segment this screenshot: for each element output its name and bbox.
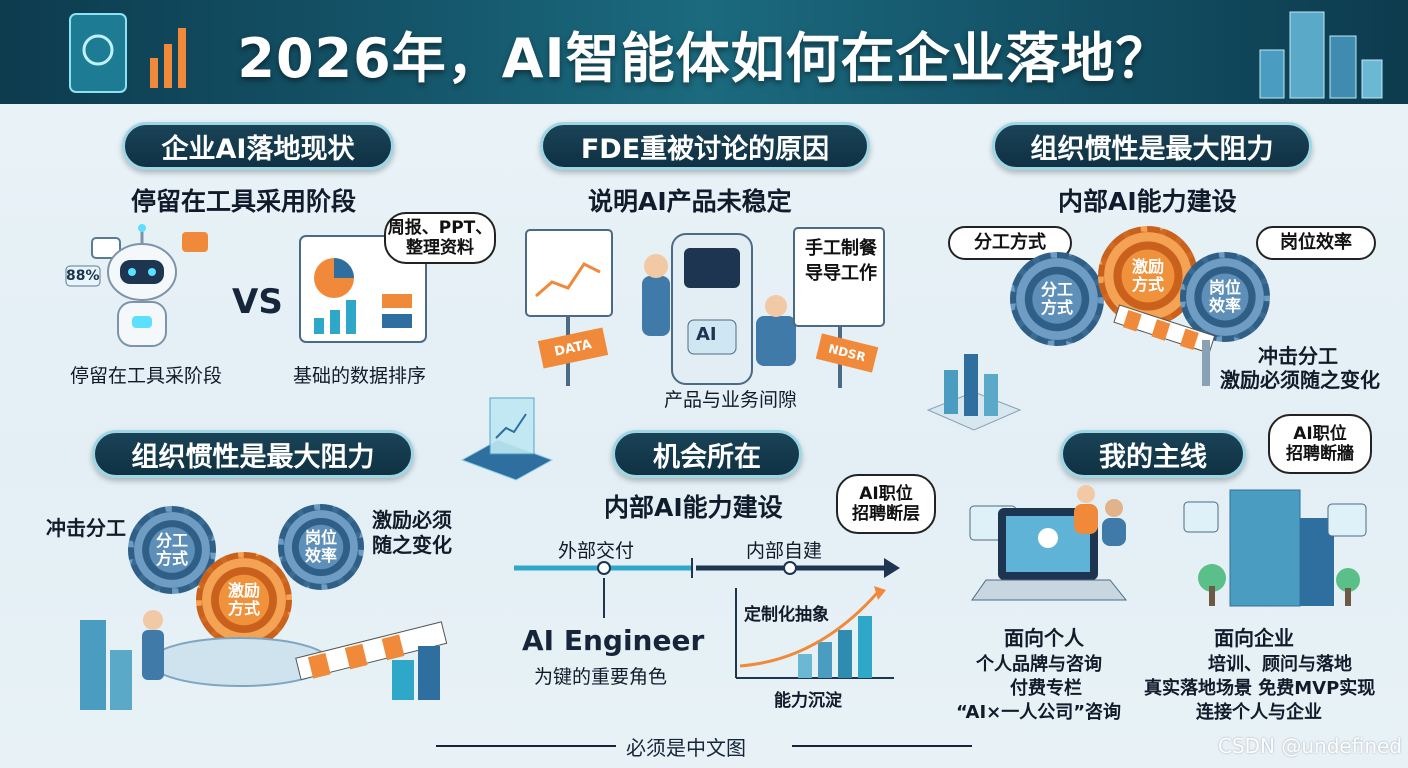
timeline-right-label: 内部自建 (746, 540, 823, 562)
inertia-right-pill: 组织惯性是最大阻力 (992, 122, 1312, 170)
ai-tablet-icon (460, 397, 554, 481)
inertia-right-caption2: 激励必须随之变化 (1220, 368, 1380, 392)
status-right-caption: 基础的数据排序 (293, 365, 427, 387)
footer-line-right (792, 745, 972, 747)
isometric-city-icon (926, 354, 1022, 431)
mainline-bubble: AI职位 招聘断牆 (1268, 414, 1372, 474)
status-bubble: 周报、PPT、 整理资料 (384, 212, 496, 264)
footer-text: 必须是中文图 (626, 736, 746, 760)
enterprise-item-3: 连接个人与企业 (1196, 702, 1322, 723)
inertia-left-label1: 冲击分工 (46, 516, 126, 540)
footer-line-left (436, 745, 616, 747)
inertia-left-pill: 组织惯性是最大阻力 (92, 430, 414, 478)
inertia-right-subhead: 内部AI能力建设 (1058, 187, 1237, 216)
tag-fengong: 分工方式 (948, 226, 1072, 260)
watermark: CSDN @undefined (1217, 734, 1402, 758)
robot-badge: 88% (66, 268, 100, 284)
timeline-tick (603, 578, 605, 618)
gear-gangwei: 岗位 效率 (1180, 252, 1270, 342)
dashboard-icon (299, 235, 427, 343)
fde-subhead: 说明AI产品未稳定 (588, 187, 792, 216)
laptop-people-icon (969, 485, 1128, 601)
fde-caption: 产品与业务间隙 (664, 389, 798, 411)
inertia-left-illustration (80, 610, 448, 710)
inertia-right-caption1: 冲击分工 (1258, 344, 1338, 368)
fde-illustration (525, 227, 885, 388)
tag-gangwei: 岗位效率 (1256, 226, 1376, 260)
personal-item-1: 个人品牌与咨询 (976, 654, 1102, 675)
vs-label: VS (232, 282, 283, 322)
chart-bottom-label: 能力沉淀 (774, 691, 842, 711)
tablet-icon (69, 13, 186, 93)
city-icon (1259, 11, 1383, 99)
timeline-arrow (514, 558, 900, 578)
robot-icon (65, 224, 208, 347)
chart-top-label: 定制化抽象 (744, 605, 829, 625)
status-subhead: 停留在工具采用阶段 (131, 187, 357, 216)
opportunity-pill: 机会所在 (612, 430, 802, 478)
personal-item-2: 付费专栏 (1010, 678, 1082, 699)
inertia-left-label2: 激励必须 随之变化 (372, 508, 452, 557)
personal-item-3: “AI×一人公司”咨询 (956, 702, 1122, 723)
status-pill: 企业AI落地现状 (122, 122, 394, 170)
fde-pill: FDE重被讨论的原因 (540, 122, 870, 170)
enterprise-item-1: 培训、顾问与落地 (1208, 654, 1352, 675)
opportunity-bubble: AI职位 招聘断层 (836, 474, 936, 534)
timeline-left-label: 外部交付 (558, 540, 635, 562)
gear-fengong: 分工 方式 (1010, 252, 1104, 346)
header-banner: 2026年，AI智能体如何在企业落地？ (0, 0, 1408, 104)
ai-robot-label: AI (696, 324, 717, 345)
opportunity-subhead: 内部AI能力建设 (604, 493, 783, 522)
ai-engineer-title: AI Engineer (522, 624, 705, 657)
enterprise-item-2: 真实落地场景 免费MVP实现 (1144, 678, 1376, 699)
fde-sign-text: 手工制餐 导导工作 (805, 238, 877, 285)
page-title: 2026年，AI智能体如何在企业落地？ (237, 27, 1171, 90)
ai-engineer-sub: 为键的重要角色 (534, 666, 668, 688)
enterprise-building-icon (1183, 489, 1367, 607)
mainline-pill: 我的主线 (1060, 430, 1246, 478)
gear-left-gangwei: 岗位 效率 (278, 504, 364, 590)
growth-chart (735, 586, 894, 679)
personal-title: 面向个人 (1004, 626, 1084, 650)
enterprise-title: 面向企业 (1214, 626, 1294, 650)
status-left-caption: 停留在工具采阶段 (70, 365, 223, 387)
barrier-icon (1113, 304, 1216, 386)
